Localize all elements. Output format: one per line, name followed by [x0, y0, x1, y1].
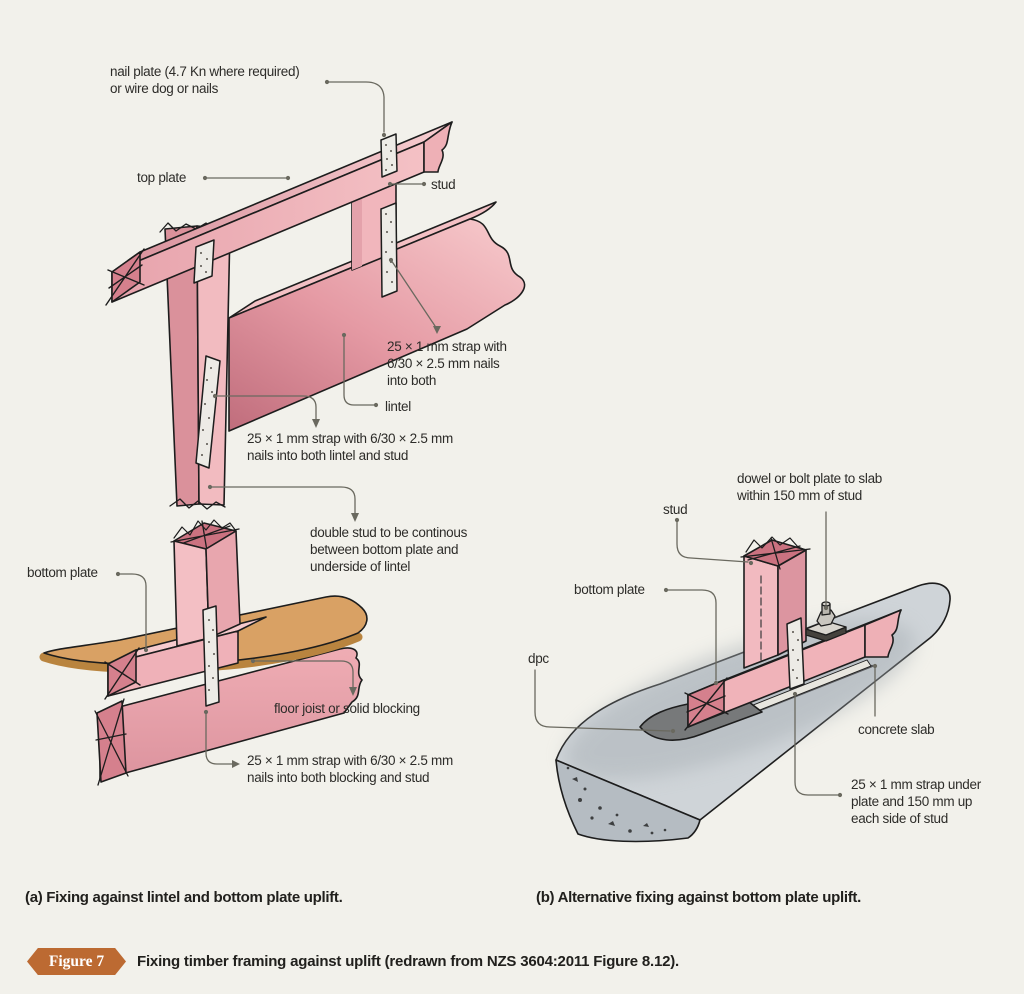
- top-plate: [105, 121, 453, 306]
- leader-lines: [115, 79, 878, 798]
- label-top-plate: top plate: [137, 170, 187, 185]
- bolt-plate: [805, 601, 847, 642]
- panel-a-drawing: [39, 121, 526, 786]
- label-strap-lintel: 25 × 1 mm strap with 6/30 × 2.5 mm nails…: [247, 431, 453, 463]
- strap-stud-lintel: [380, 202, 398, 298]
- label-strap-blocking: 25 × 1 mm strap with 6/30 × 2.5 mm nails…: [247, 753, 453, 785]
- figure-badge: Figure 7: [27, 948, 126, 975]
- label-stud-b: stud: [663, 502, 688, 517]
- label-double-stud: double stud to be continous between bott…: [310, 525, 468, 574]
- label-stud-a: stud: [431, 177, 456, 192]
- floor-joist: [94, 647, 363, 786]
- nail-plate-strap-double-stud: [193, 239, 215, 284]
- strap-lintel-double-stud: [195, 355, 221, 469]
- strap-under-plate: [786, 617, 805, 690]
- nail-plate-strap-stud-top: [380, 133, 398, 178]
- strap-blocking-stud: [202, 605, 220, 707]
- label-dowel: dowel or bolt plate to slab within 150 m…: [737, 471, 882, 503]
- label-strap-top: 25 × 1 mm strap with 6/30 × 2.5 mm nails…: [387, 339, 507, 388]
- concrete-speckles: [566, 766, 667, 835]
- label-bottom-plate-b: bottom plate: [574, 582, 645, 597]
- leader-dots: [115, 79, 878, 798]
- label-floor-joist: floor joist or solid blocking: [274, 701, 420, 716]
- panel-b-caption: (b) Alternative fixing against bottom pl…: [536, 889, 861, 906]
- label-concrete-slab: concrete slab: [858, 722, 935, 737]
- label-lintel: lintel: [385, 399, 411, 414]
- panel-a-caption: (a) Fixing against lintel and bottom pla…: [25, 889, 343, 906]
- label-strap-under: 25 × 1 mm strap under plate and 150 mm u…: [851, 777, 981, 826]
- figure-caption: Fixing timber framing against uplift (re…: [137, 953, 680, 970]
- panel-b-drawing: [555, 536, 951, 843]
- leader-arrowheads: [232, 326, 441, 768]
- label-nail-plate: nail plate (4.7 Kn where required) or wi…: [110, 64, 300, 96]
- label-dpc: dpc: [528, 651, 549, 666]
- label-bottom-plate-a: bottom plate: [27, 565, 98, 580]
